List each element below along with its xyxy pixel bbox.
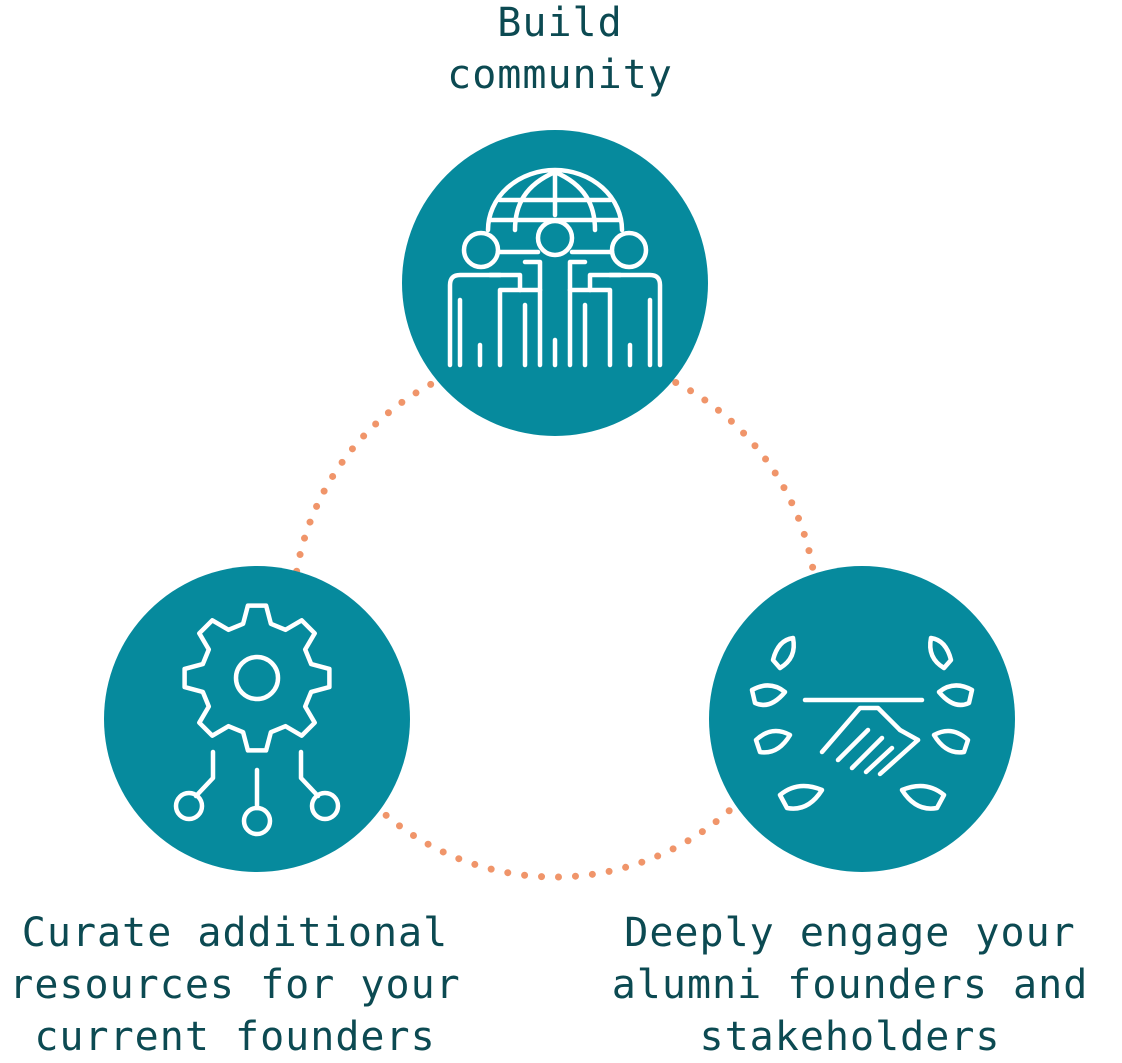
label-line: Deeply engage your [624, 910, 1076, 956]
label-line: stakeholders [699, 1014, 1001, 1060]
node-build-community [402, 130, 708, 436]
node-circle-left [104, 566, 410, 872]
node-curate-resources [104, 566, 410, 872]
gear-network-icon [173, 603, 341, 837]
node-engage-alumni [709, 566, 1015, 872]
label-line: resources for your [9, 962, 461, 1008]
label-line: community [447, 52, 673, 98]
label-line: current founders [34, 1014, 436, 1060]
label-build-community: Build community [330, 0, 790, 101]
label-line: alumni founders and [611, 962, 1089, 1008]
label-line: Curate additional [21, 910, 449, 956]
label-curate-resources: Curate additional resources for your cur… [0, 907, 470, 1063]
people-globe-icon [447, 167, 663, 368]
node-circle-right [709, 566, 1015, 872]
label-engage-alumni: Deeply engage your alumni founders and s… [590, 907, 1110, 1063]
handshake-laurel-icon [749, 635, 975, 811]
label-line: Build [497, 0, 623, 46]
